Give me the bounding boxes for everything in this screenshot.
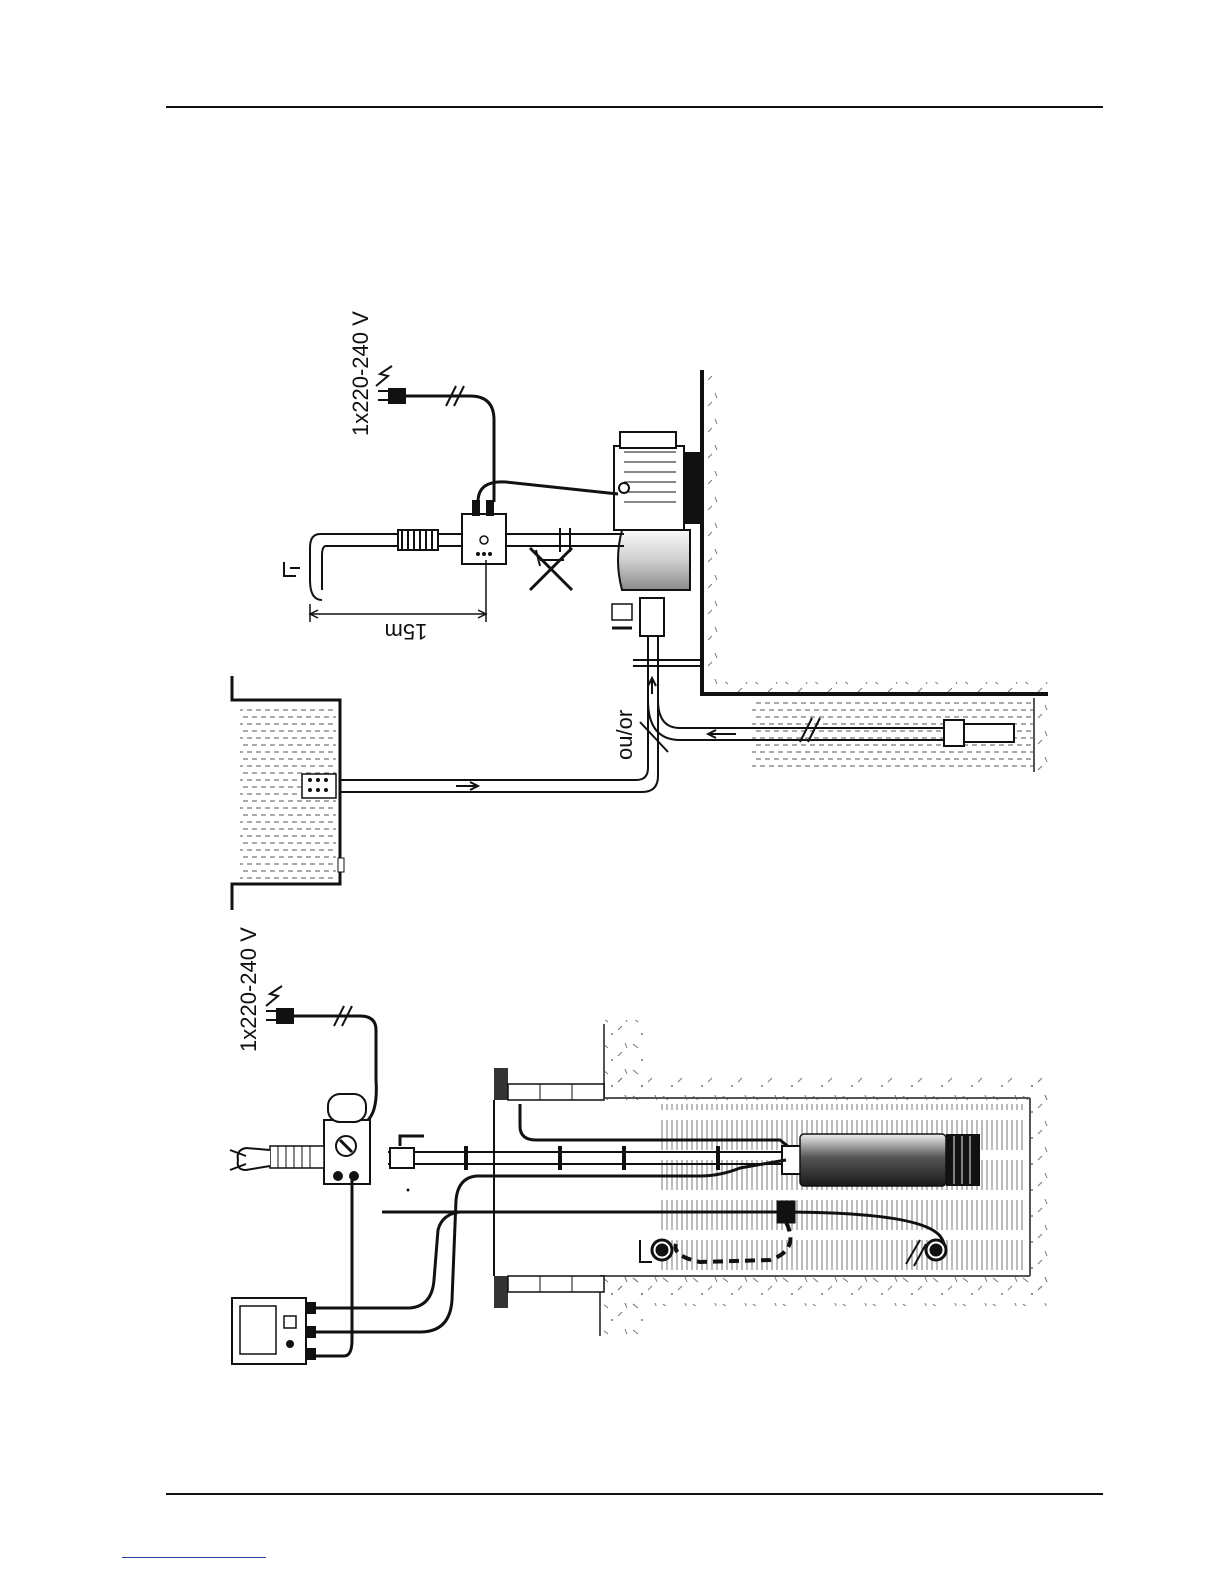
borehole-controller (230, 1094, 424, 1192)
borehole-pump-diagram: 1x220-240 V (230, 927, 1052, 1364)
discharge-pipe (284, 528, 624, 600)
footnote-separator (122, 1557, 266, 1558)
well-water (752, 698, 1050, 772)
lightning-icon (376, 366, 392, 386)
footer-rule (166, 1493, 1103, 1495)
choice-label: ou/or (612, 710, 637, 760)
plug-icon-bottom (266, 1008, 294, 1024)
submersible-pump (782, 1134, 980, 1186)
building-wall (700, 370, 1048, 694)
pressure-controller (462, 500, 506, 564)
plug-icon (378, 388, 406, 404)
control-box (232, 1298, 316, 1364)
surface-pump (612, 432, 704, 636)
voltage-label-top: 1x220-240 V (348, 311, 373, 436)
water-tank (232, 676, 344, 910)
lightning-icon-bottom (266, 986, 282, 1006)
surface-pump-diagram: ou/or (232, 311, 1050, 910)
power-cable-top (406, 386, 618, 502)
distance-dimension (310, 560, 486, 622)
distance-label: 15m (385, 619, 428, 644)
voltage-label-bottom: 1x220-240 V (236, 927, 261, 1052)
